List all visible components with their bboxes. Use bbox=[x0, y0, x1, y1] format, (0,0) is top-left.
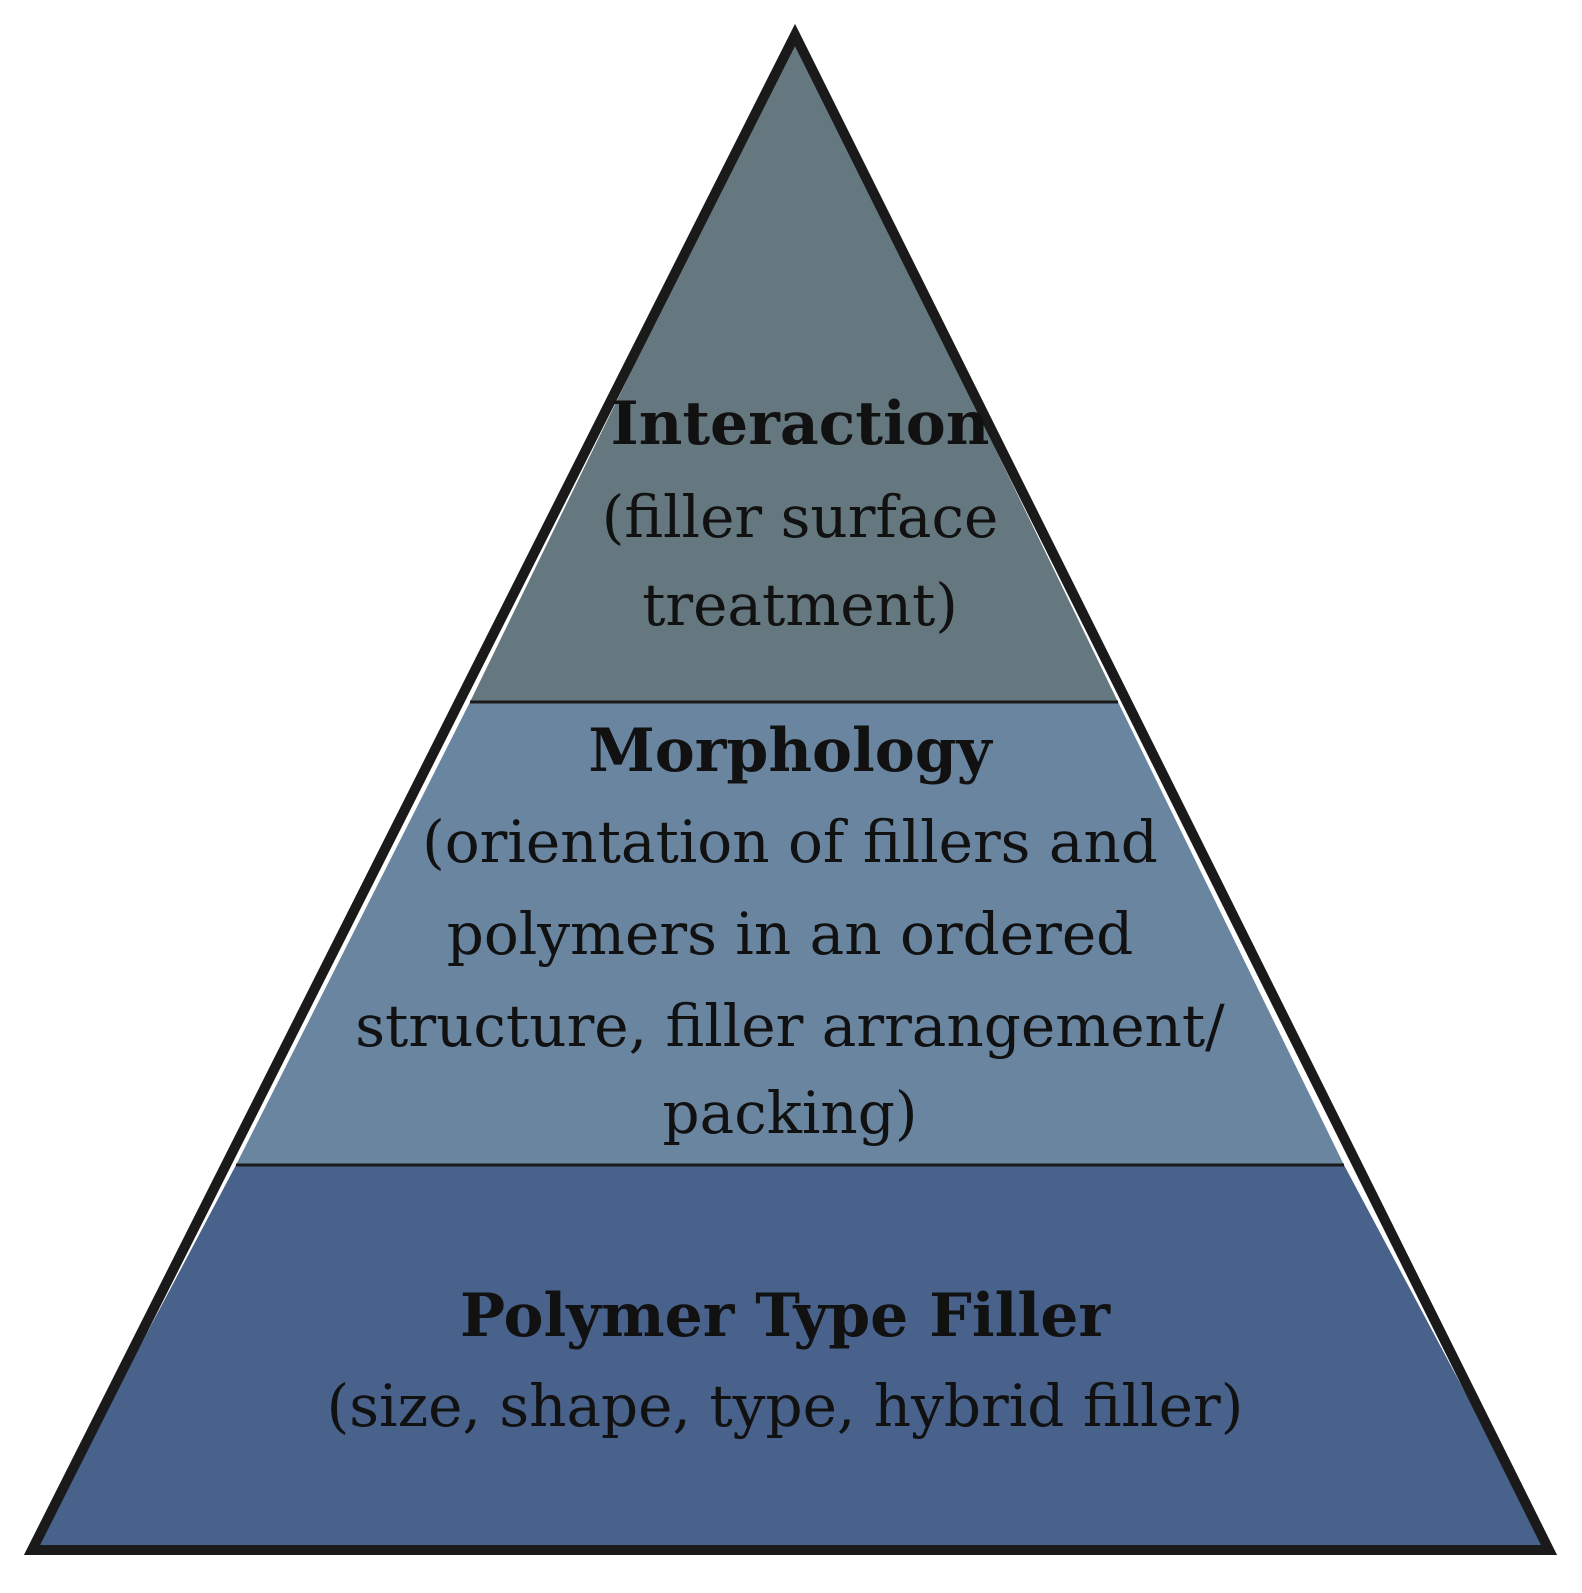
tier-polymer-type-filler-shape bbox=[32, 1165, 1549, 1550]
tier-interaction-shape bbox=[470, 35, 1118, 702]
pyramid-outline bbox=[23, 23, 1558, 1555]
tier-title: Morphology bbox=[588, 716, 993, 786]
tier-description-line: (filler surface bbox=[602, 483, 999, 551]
tier-description-line: (size, shape, type, hybrid filler) bbox=[327, 1372, 1244, 1440]
tier-description-line: polymers in an ordered bbox=[447, 900, 1134, 968]
tier-morphology-shape bbox=[236, 702, 1344, 1165]
tier-description-line: structure, filler arrangement/ bbox=[355, 992, 1225, 1060]
tier-description-line: treatment) bbox=[642, 571, 958, 639]
tier-morphology-label: Morphology (orientation of fillers and p… bbox=[355, 716, 1225, 1147]
tier-description-line: packing) bbox=[663, 1079, 918, 1147]
tier-title: Interaction bbox=[611, 389, 990, 459]
tier-polymer-type-filler-label: Polymer Type Filler (size, shape, type, … bbox=[327, 1281, 1244, 1440]
tier-interaction-label: Interaction (filler surface treatment) bbox=[602, 389, 999, 639]
tier-description-line: (orientation of fillers and bbox=[422, 808, 1158, 876]
tier-title: Polymer Type Filler bbox=[460, 1281, 1111, 1351]
